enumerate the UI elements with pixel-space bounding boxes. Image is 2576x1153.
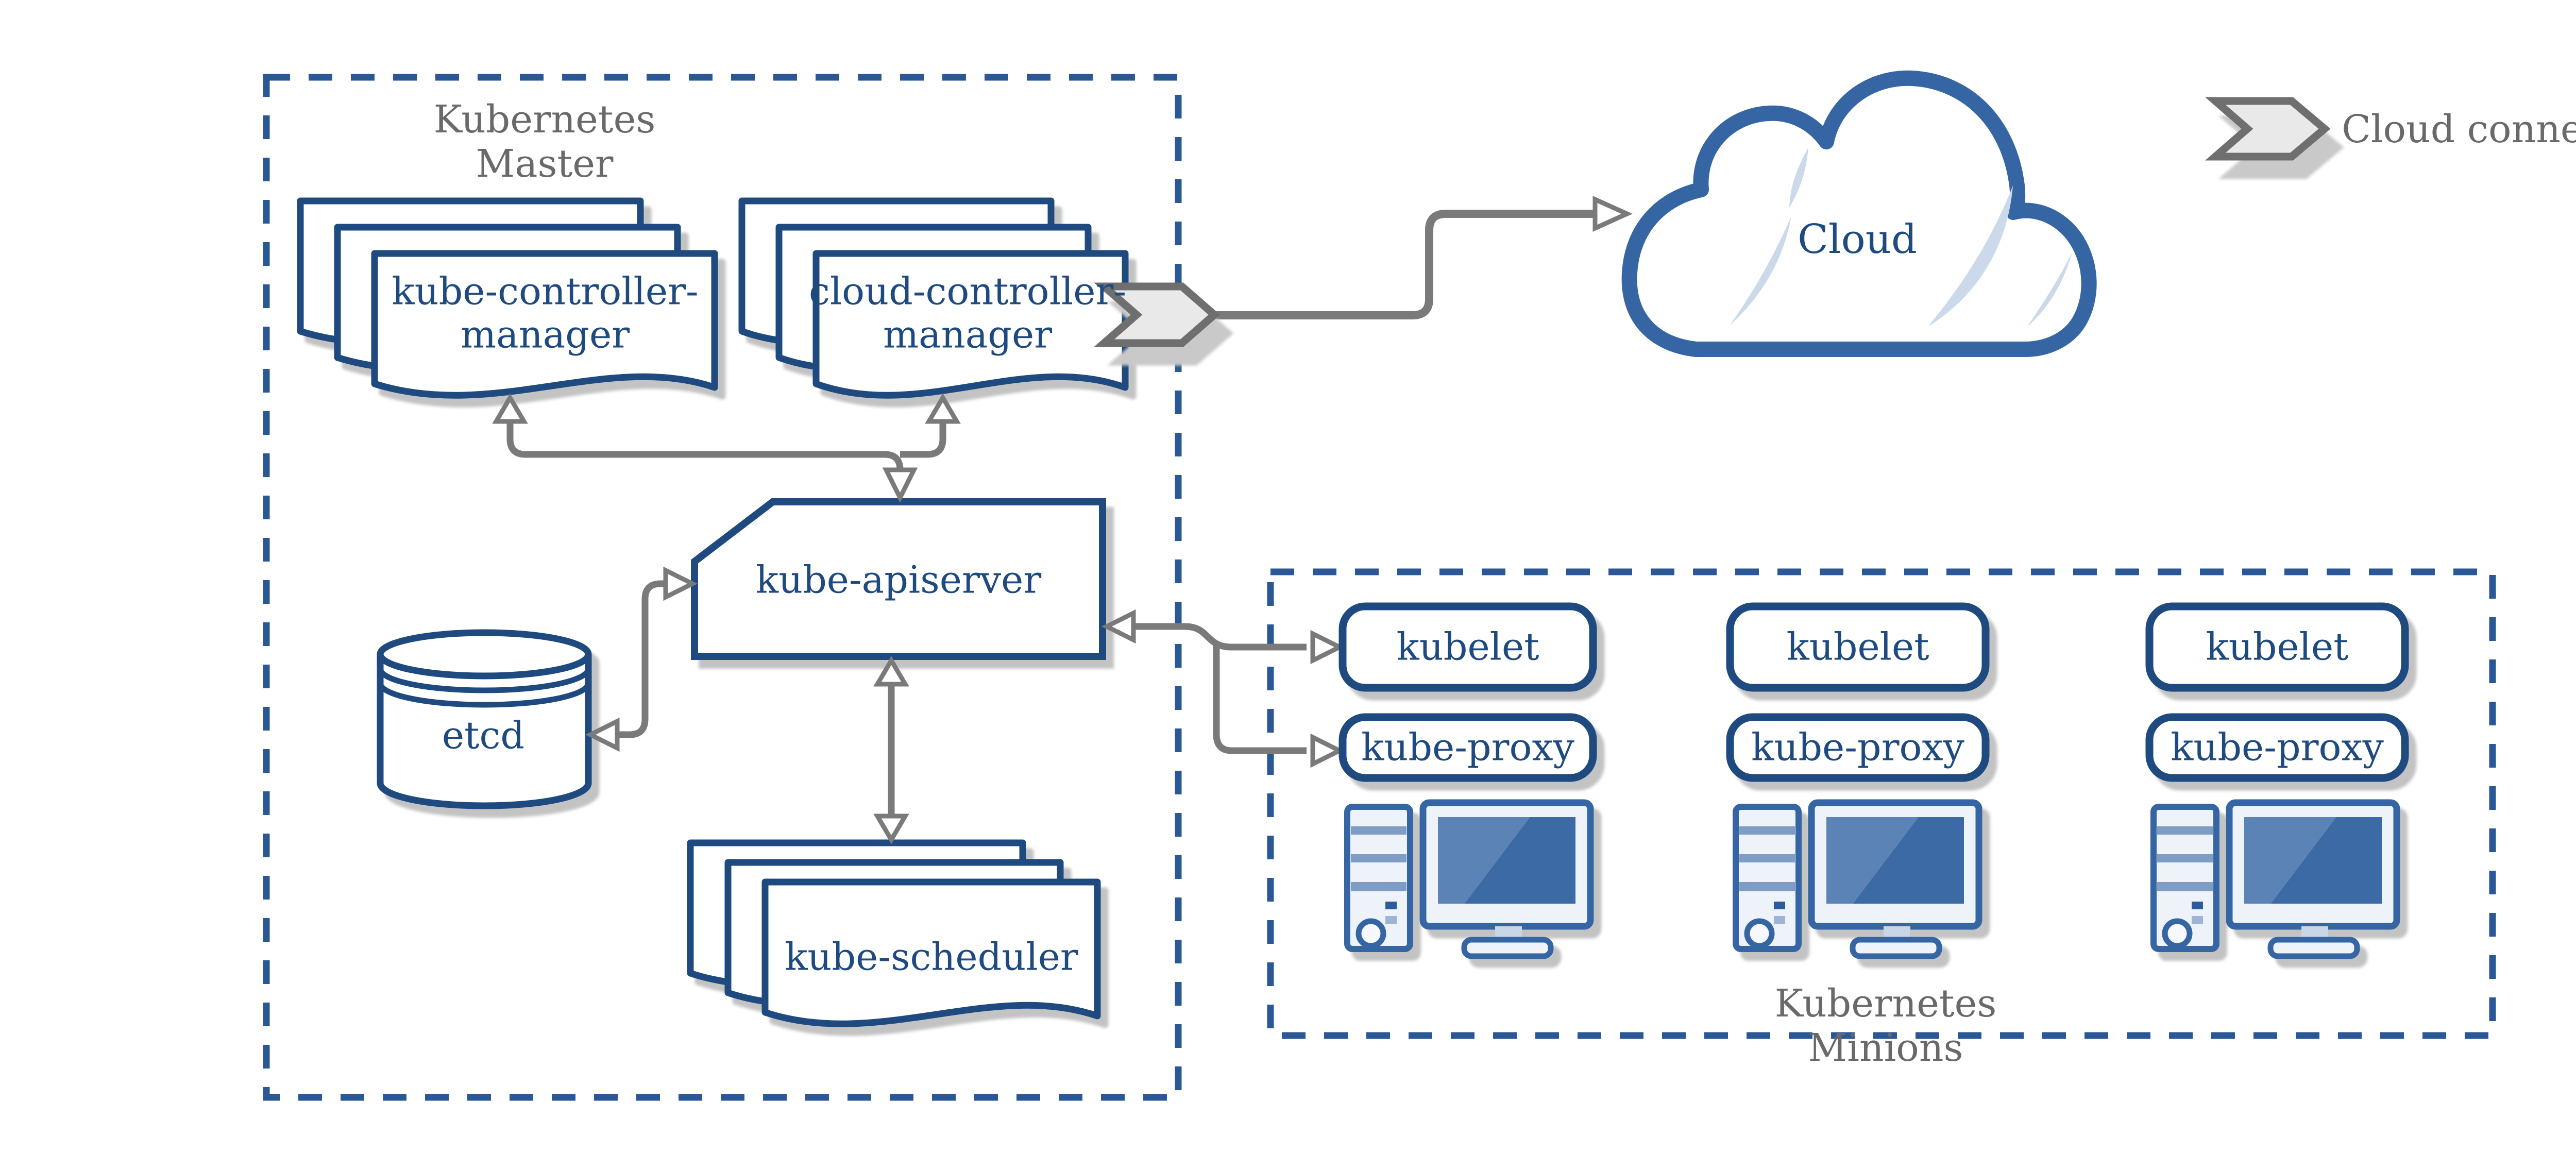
kubelet-box-1	[1338, 602, 1597, 692]
document-page-icon	[812, 250, 1129, 399]
computer-icon	[1736, 803, 1979, 956]
arrowhead	[492, 393, 528, 424]
kubelet-box-3	[2145, 602, 2409, 692]
cloud-highlight	[1789, 147, 1808, 208]
etcd-label: etcd	[442, 714, 525, 758]
arrowhead	[1310, 733, 1345, 768]
kube-apiserver-shape	[691, 498, 1106, 660]
arrowhead	[585, 717, 620, 752]
arrow-apiserver-to-etcd	[585, 566, 698, 752]
master-boundary	[263, 74, 1182, 1101]
kube-proxy-box-3	[2145, 713, 2409, 782]
kube-proxy-label-2: kube-proxy	[1751, 725, 1964, 770]
minions-title-line1: Kubernetes	[1774, 981, 1997, 1026]
kube-scheduler-label: kube-scheduler	[785, 935, 1078, 979]
kube-scheduler-docs	[687, 839, 1101, 1027]
arrow-cloud-connector-to-cloud	[1214, 196, 1633, 319]
cloud-connector-icon	[1094, 282, 1221, 347]
arrowhead	[1310, 630, 1345, 665]
kube-proxy-label-1: kube-proxy	[1361, 725, 1574, 770]
arrowhead	[925, 393, 961, 424]
kube-apiserver-label: kube-apiserver	[755, 558, 1042, 602]
kube-controller-manager-docs	[297, 197, 718, 399]
arrow-apiserver-to-controllers	[492, 393, 961, 503]
cloud-controller-manager-docs	[738, 197, 1129, 399]
computer-icon	[1347, 803, 1590, 956]
legend-label: Cloud connector	[2342, 107, 2576, 151]
kube-controller-manager-label-line1: kube-controller-	[392, 269, 699, 314]
cloud-connector-legend-icon	[2205, 97, 2331, 161]
cloud-label: Cloud	[1798, 216, 1917, 263]
master-title-line1: Kubernetes	[433, 97, 656, 142]
kube-proxy-box-2	[1726, 713, 1990, 782]
minions-title-line2: Minions	[1808, 1026, 1963, 1070]
etcd-database-icon	[377, 629, 592, 809]
kube-proxy-label-3: kube-proxy	[2171, 725, 2384, 770]
kube-controller-manager-label-line2: manager	[460, 313, 630, 357]
minions-boundary	[1267, 568, 2496, 1039]
cloud-controller-manager-label-line1: cloud-controller-	[808, 269, 1127, 314]
arrowhead	[1592, 196, 1633, 232]
arrowhead	[663, 566, 698, 601]
arrowhead	[1101, 609, 1136, 644]
arrow-apiserver-to-scheduler	[873, 656, 909, 844]
kubelet-label-2: kubelet	[1786, 625, 1929, 669]
cloud-shape	[1621, 70, 2097, 357]
kube-proxy-box-1	[1338, 713, 1597, 782]
arrowhead	[873, 813, 909, 844]
document-page-icon	[371, 250, 718, 399]
kubelet-label-1: kubelet	[1396, 625, 1539, 669]
arrow-apiserver-to-minions	[1101, 609, 1345, 768]
computer-icon	[2154, 803, 2397, 956]
master-title-line2: Master	[476, 142, 614, 186]
cloud-controller-manager-label-line2: manager	[883, 313, 1053, 357]
arrowhead	[882, 467, 918, 503]
arrowhead	[873, 656, 909, 687]
document-page-icon	[761, 878, 1101, 1027]
kubelet-box-2	[1726, 602, 1990, 692]
kubelet-label-3: kubelet	[2206, 625, 2349, 669]
